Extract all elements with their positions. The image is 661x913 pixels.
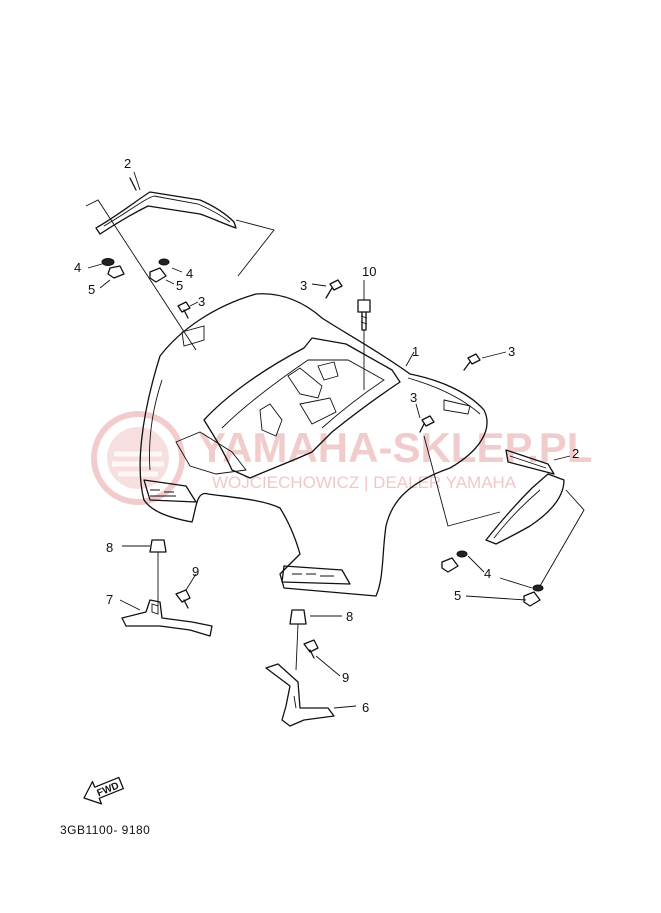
- callout-3-left: 3: [198, 294, 205, 309]
- stay-left: [121, 589, 213, 637]
- callout-3-top: 3: [300, 278, 307, 293]
- callout-9-left: 9: [192, 564, 199, 579]
- callout-5-left-a: 5: [88, 282, 95, 297]
- watermark: YAMAHA-SKLEP.PL WOJCIECHOWICZ | DEALER Y…: [91, 411, 592, 505]
- watermark-logo: [91, 411, 185, 505]
- callout-9-right: 9: [342, 670, 349, 685]
- callout-1: 1: [412, 344, 419, 359]
- hardware-left: [101, 258, 170, 283]
- callouts: 2 4 5 4 5 3 3 10 1 3 3 2 4 5 8 9 7 8 9 6: [74, 156, 579, 715]
- bolt-10: [357, 299, 371, 331]
- callout-3-right-top: 3: [508, 344, 515, 359]
- callout-5-right: 5: [454, 588, 461, 603]
- callout-4-left-b: 4: [186, 266, 193, 281]
- hardware-right: [441, 550, 544, 607]
- callout-8-left: 8: [106, 540, 113, 555]
- dampers: [149, 539, 307, 625]
- callout-6: 6: [362, 700, 369, 715]
- watermark-subtitle: WOJCIECHOWICZ | DEALER YAMAHA: [212, 473, 517, 492]
- stay-right: [265, 639, 335, 727]
- callout-7: 7: [106, 592, 113, 607]
- grab-bar-right: [485, 449, 565, 545]
- rear-fender: [139, 293, 488, 597]
- callout-10: 10: [362, 264, 376, 279]
- fwd-label: FWD: [95, 781, 120, 800]
- leader-lines: [85, 171, 585, 709]
- callout-2-left: 2: [124, 156, 131, 171]
- callout-2-right: 2: [572, 446, 579, 461]
- grab-bar-left: [95, 177, 237, 235]
- screws: [177, 279, 481, 433]
- watermark-title: YAMAHA-SKLEP.PL: [198, 424, 592, 471]
- diagram-code: 3GB1100- 9180: [60, 823, 150, 837]
- callout-4-right: 4: [484, 566, 491, 581]
- fwd-arrow-icon: FWD: [83, 776, 124, 805]
- callout-8-right: 8: [346, 609, 353, 624]
- callout-4-left-a: 4: [74, 260, 81, 275]
- callout-3-right: 3: [410, 390, 417, 405]
- callout-5-left-b: 5: [176, 278, 183, 293]
